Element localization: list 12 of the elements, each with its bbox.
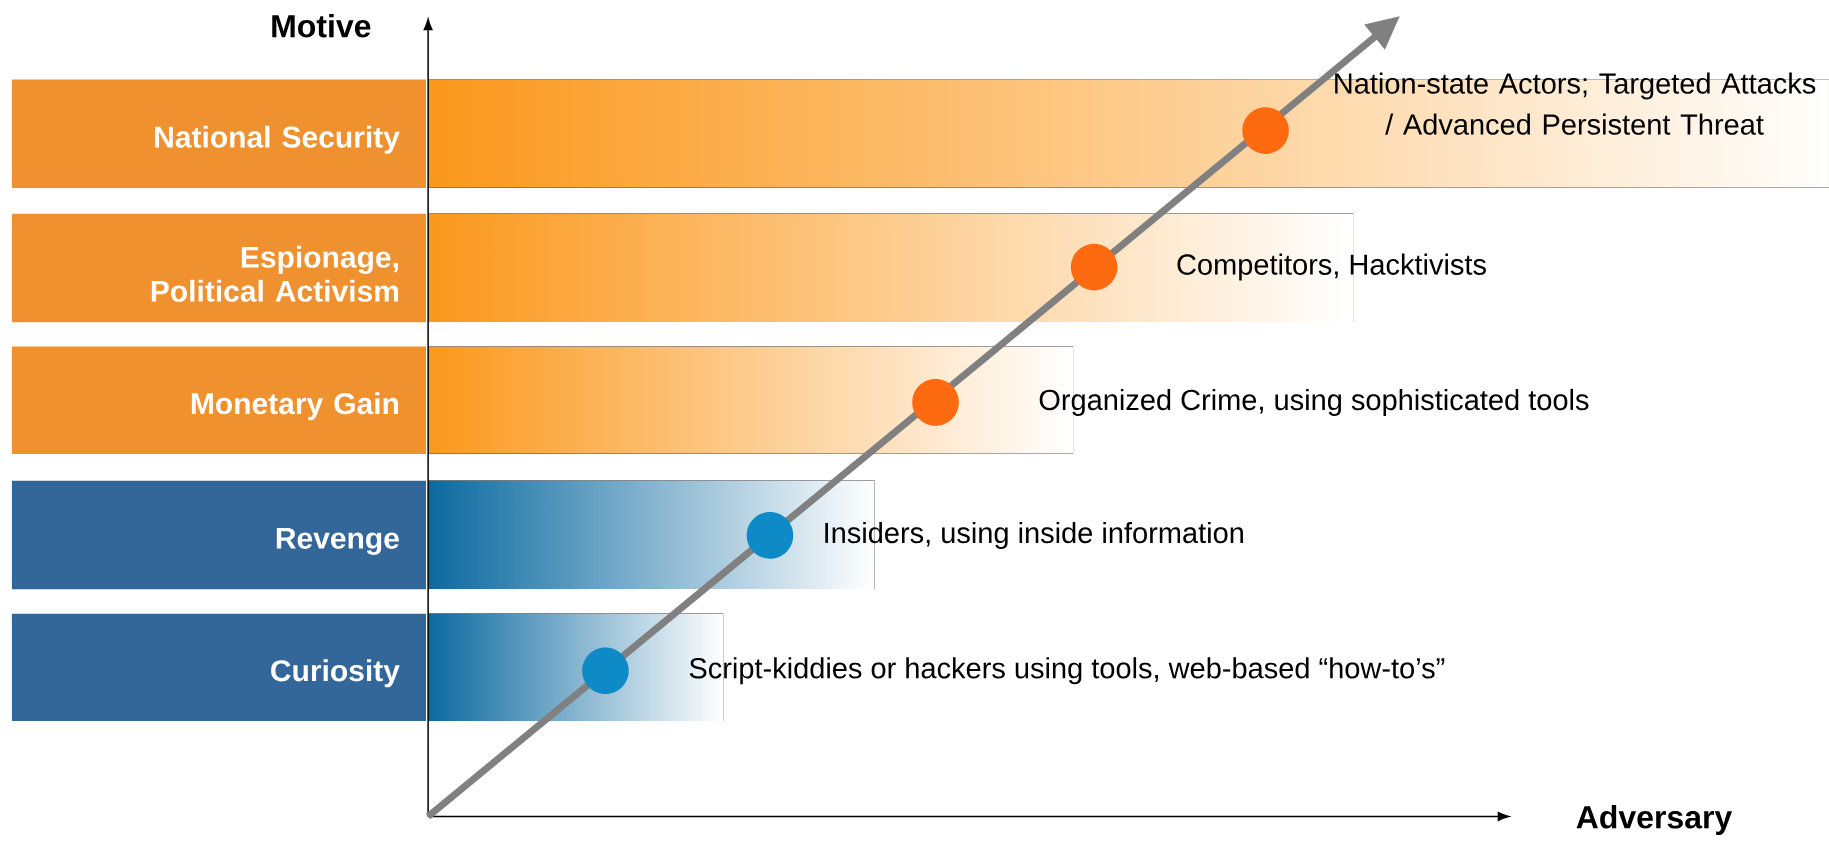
dot-caption: Insiders, using inside information <box>825 521 1243 549</box>
band-label: Monetary Gain <box>11 346 426 454</box>
dot-caption: Script-kiddies or hackers using tools, web-based “how-to’s” <box>689 657 1445 685</box>
band-label: Espionage, Political Activism <box>11 213 426 323</box>
axis-title: Motive <box>272 13 371 38</box>
band-label: Curiosity <box>11 613 426 722</box>
band-label: National Security <box>11 79 426 188</box>
dot-caption: Nation-state Actors; Targeted Attacks / Advanced Persistent Threat <box>1335 72 1816 135</box>
dot-caption: Competitors, Hacktivists <box>1177 253 1486 281</box>
band-label: Revenge <box>11 480 426 590</box>
axis-title: Adversary <box>1576 805 1733 835</box>
dot-caption: Organized Crime, using sophisticated tools <box>1039 388 1589 416</box>
